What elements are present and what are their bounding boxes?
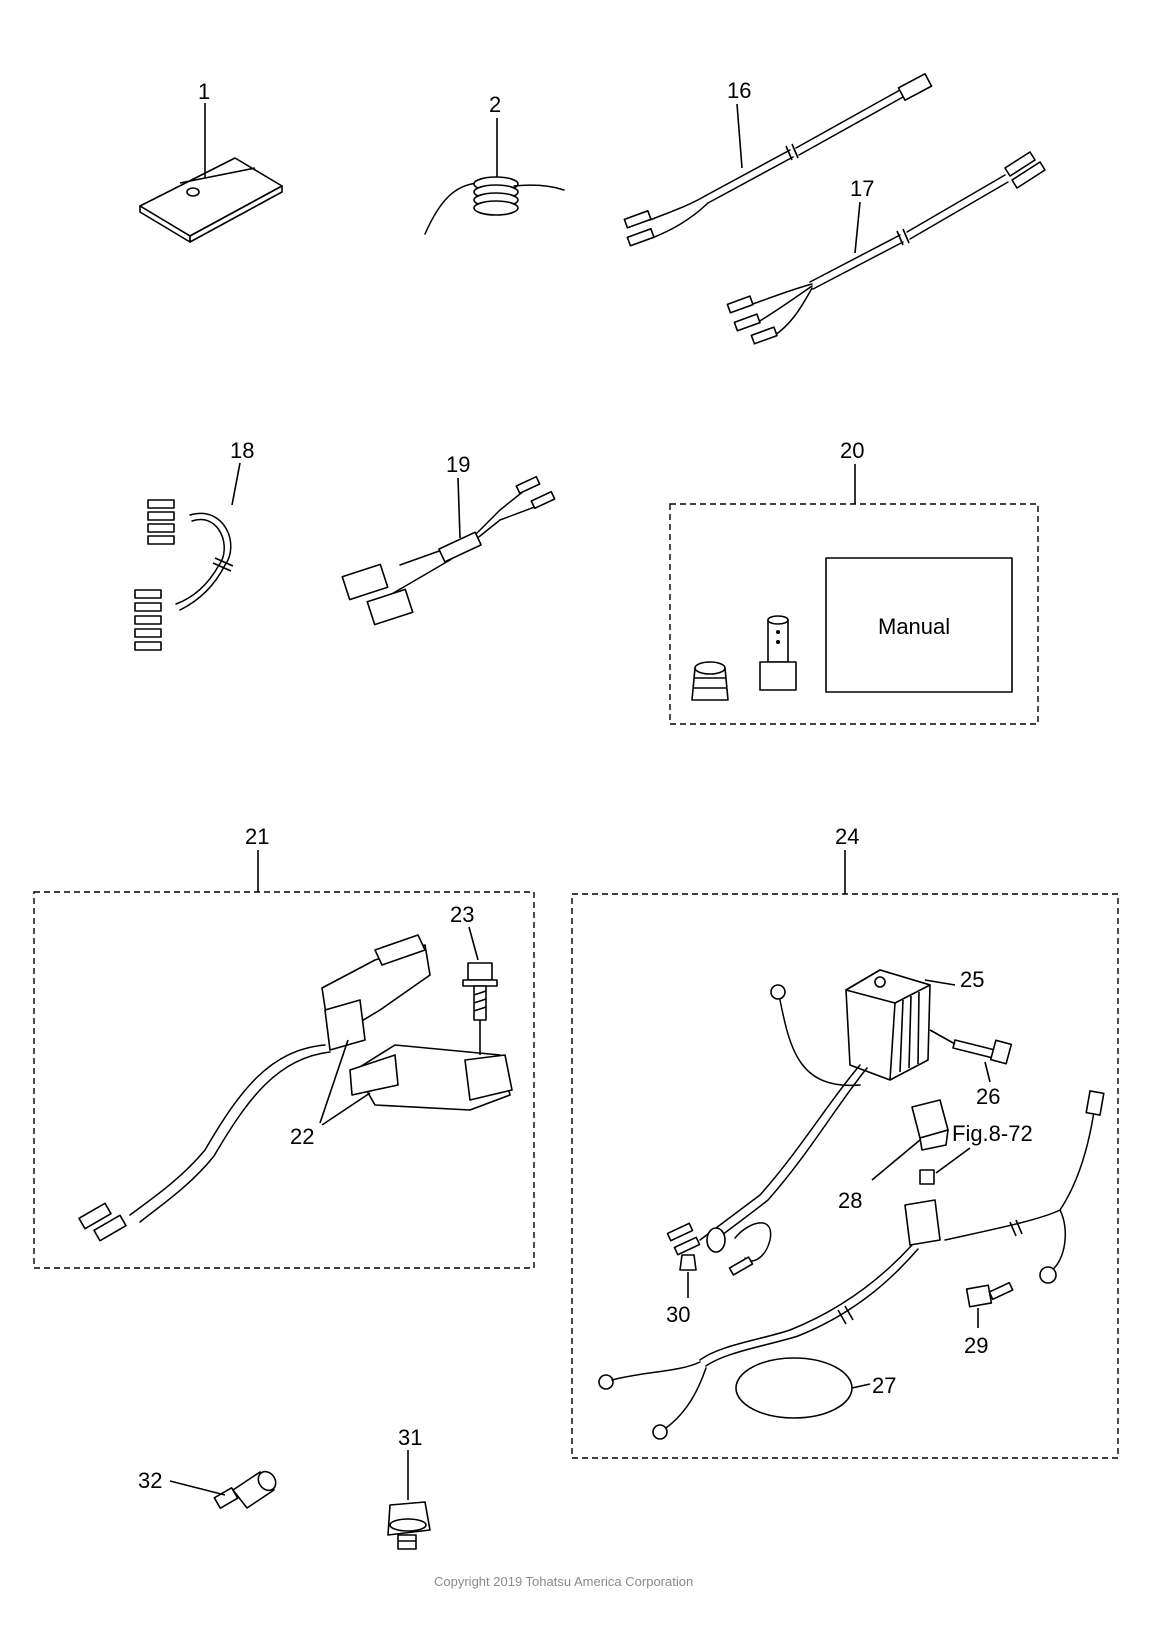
kit-20-boundary — [669, 503, 1039, 725]
callout-17: 17 — [850, 176, 874, 201]
part-2-coiled-wire — [424, 118, 565, 235]
part-16-wire-harness — [623, 72, 933, 247]
part-20-kit — [669, 464, 1039, 725]
callout-22: 22 — [290, 1124, 314, 1149]
callout-26: 26 — [976, 1084, 1000, 1109]
part-31-switch — [387, 1450, 431, 1550]
callout-23: 23 — [450, 902, 474, 927]
part-18-wire-harness — [134, 462, 241, 651]
copyright-notice: Copyright 2019 Tohatsu America Corporati… — [434, 1574, 693, 1589]
manual-label: Manual — [878, 614, 950, 639]
callout-18: 18 — [230, 438, 254, 463]
callout-27: 27 — [872, 1373, 896, 1398]
callout-28: 28 — [838, 1188, 862, 1213]
part-1-tool-pouch — [139, 103, 283, 243]
callout-31: 31 — [398, 1425, 422, 1450]
callout-25: 25 — [960, 967, 984, 992]
callout-32: 32 — [138, 1468, 162, 1493]
callout-24: 24 — [835, 824, 859, 849]
figure-reference: Fig.8-72 — [952, 1121, 1033, 1146]
callout-29: 29 — [964, 1333, 988, 1358]
callout-2: 2 — [489, 92, 501, 117]
part-24-rectifier-kit — [571, 850, 1119, 1459]
kit-21-boundary — [33, 891, 535, 1269]
manual-box — [825, 557, 1013, 693]
callout-21: 21 — [245, 824, 269, 849]
part-19-sensor-harness — [341, 475, 556, 626]
callout-30: 30 — [666, 1302, 690, 1327]
part-32-spacer — [169, 1470, 277, 1509]
part-21-coil-assembly — [33, 850, 535, 1269]
part-17-wire-harness — [726, 151, 1046, 345]
callout-19: 19 — [446, 452, 470, 477]
callout-16: 16 — [727, 78, 751, 103]
callout-20: 20 — [840, 438, 864, 463]
callout-1: 1 — [198, 79, 210, 104]
